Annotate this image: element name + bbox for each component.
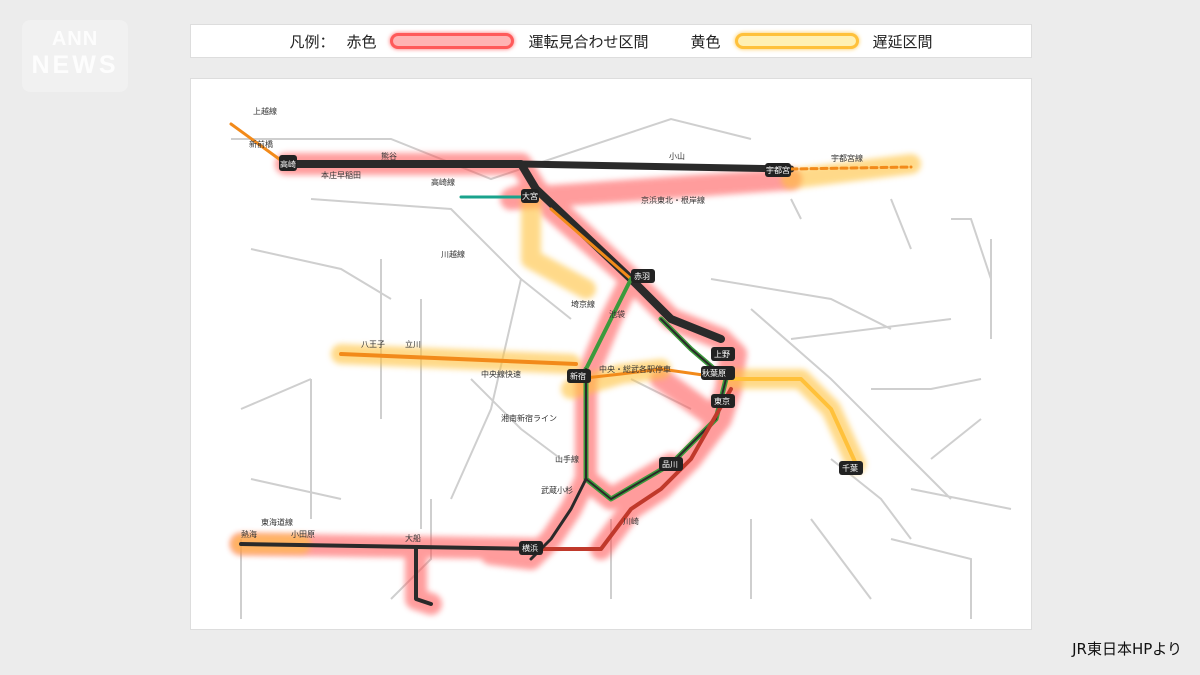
route-map-svg: 上越線 宇都宮線 高崎線 京浜東北・根岸線 川越線 埼京線 中央線快速 湘南新宿… bbox=[229, 106, 1012, 619]
logo-line1: ANN bbox=[51, 28, 99, 50]
rail-lines bbox=[229, 122, 913, 606]
legend-bar: 凡例： 赤色 運転見合わせ区間 黄色 遅延区間 bbox=[190, 24, 1032, 58]
station-ofuna: 大船 bbox=[405, 533, 421, 543]
station-akabane-marker bbox=[631, 269, 655, 283]
label-yamanote: 山手線 bbox=[555, 454, 579, 464]
label-joetsu: 上越線 bbox=[253, 106, 277, 116]
label-kawagoe: 川越線 bbox=[441, 249, 465, 259]
station-akabane: 赤羽 bbox=[634, 272, 650, 281]
legend-prefix: 凡例： bbox=[289, 32, 335, 51]
label-chuo-sobu: 中央・総武各駅停車 bbox=[599, 364, 671, 374]
label-keihin: 京浜東北・根岸線 bbox=[641, 195, 705, 205]
route-map: 上越線 宇都宮線 高崎線 京浜東北・根岸線 川越線 埼京線 中央線快速 湘南新宿… bbox=[190, 78, 1032, 630]
station-hachioji: 八王子 bbox=[361, 340, 385, 349]
station-takasaki: 高崎 bbox=[280, 159, 296, 169]
news-logo: ANN NEWS bbox=[22, 20, 128, 92]
legend-yellow-label: 黄色 bbox=[690, 32, 721, 51]
logo-line2: NEWS bbox=[31, 51, 119, 79]
legend-red-meaning: 運転見合わせ区間 bbox=[528, 32, 649, 51]
station-shinagawa: 品川 bbox=[662, 460, 678, 469]
station-tokyo: 東京 bbox=[714, 396, 730, 406]
legend-yellow-meaning: 遅延区間 bbox=[872, 32, 933, 51]
station-ikebukuro: 池袋 bbox=[609, 309, 625, 319]
station-akihabara: 秋葉原 bbox=[702, 368, 726, 378]
station-kawasaki: 川崎 bbox=[623, 516, 639, 526]
suspended-glow bbox=[230, 153, 802, 615]
station-tachikawa: 立川 bbox=[405, 339, 421, 349]
station-ueno-marker bbox=[711, 347, 735, 361]
station-chiba-marker bbox=[839, 461, 863, 475]
legend-red-swatch bbox=[390, 33, 515, 49]
station-takasaki-marker bbox=[279, 155, 297, 171]
station-tokyo-marker bbox=[711, 394, 735, 408]
station-musashikosugi: 武蔵小杉 bbox=[541, 485, 573, 495]
source-credit: JR東日本HPより bbox=[1072, 640, 1182, 658]
station-shin-maebashi: 新前橋 bbox=[249, 139, 273, 149]
legend-red-label: 赤色 bbox=[346, 32, 377, 51]
label-takasaki: 高崎線 bbox=[431, 177, 455, 187]
station-omiya: 大宮 bbox=[522, 191, 538, 201]
station-omiya-marker bbox=[521, 189, 539, 203]
label-saikyo: 埼京線 bbox=[571, 299, 595, 309]
station-utsunomiya-marker bbox=[765, 163, 791, 177]
station-atami: 熱海 bbox=[241, 529, 257, 539]
station-utsunomiya: 宇都宮 bbox=[766, 165, 790, 175]
label-chuo-rapid: 中央線快速 bbox=[481, 369, 521, 379]
station-yokohama-marker bbox=[519, 541, 543, 555]
label-utsunomiya: 宇都宮線 bbox=[831, 153, 863, 163]
legend-yellow-swatch bbox=[734, 33, 859, 49]
label-shonan: 湘南新宿ライン bbox=[501, 413, 557, 423]
station-shinagawa-marker bbox=[659, 457, 683, 471]
station-akihabara-marker bbox=[701, 366, 735, 380]
label-tokaido: 東海道線 bbox=[261, 517, 293, 527]
station-kumagaya: 熊谷 bbox=[381, 151, 397, 161]
station-ueno: 上野 bbox=[714, 350, 730, 359]
station-odawara: 小田原 bbox=[291, 530, 315, 539]
stations: 高崎 新前橋 本庄早稲田 熊谷 大宮 小山 宇都宮 赤羽 池袋 新宿 上野 秋葉… bbox=[241, 139, 863, 555]
station-honjo: 本庄早稲田 bbox=[321, 170, 361, 180]
station-chiba: 千葉 bbox=[842, 463, 858, 473]
station-shinjuku: 新宿 bbox=[570, 371, 586, 381]
station-shinjuku-marker bbox=[567, 369, 591, 383]
station-oyama: 小山 bbox=[669, 151, 685, 161]
station-yokohama: 横浜 bbox=[522, 543, 538, 553]
